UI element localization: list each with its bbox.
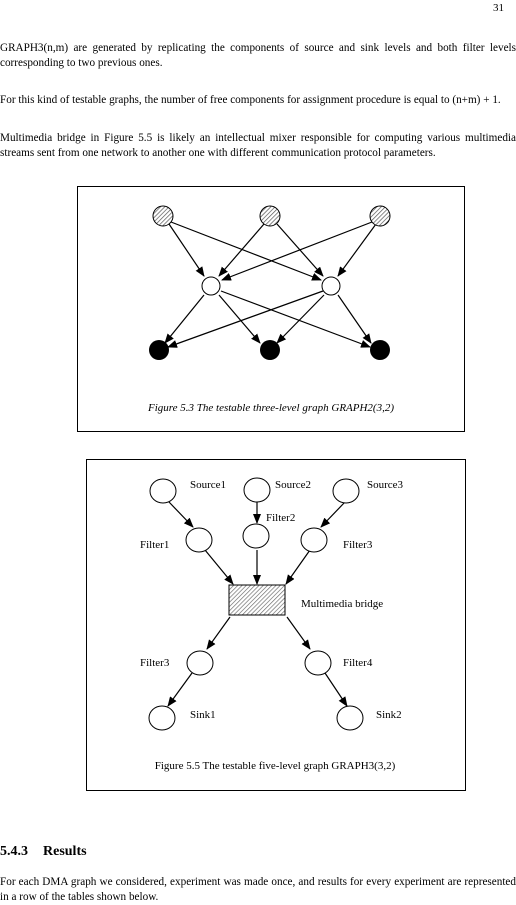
sink1-node: [148, 705, 176, 731]
source1-node: [149, 478, 177, 504]
section-heading: 5.4.3 Results: [0, 844, 87, 860]
edge-filter4-sink2: [324, 672, 348, 707]
label-source3: Source3: [367, 479, 404, 491]
edge-mid2-sink2: [276, 294, 325, 344]
edge-source3-mid2: [337, 223, 377, 277]
edge-source3-filter3: [320, 501, 346, 528]
edge-source3-mid1: [221, 221, 373, 281]
edge-mid1-sink1: [164, 294, 205, 344]
filter2-node: [242, 523, 270, 549]
edge-filter1-bridge: [204, 549, 234, 585]
filter1-node: [185, 527, 213, 553]
label-sink2: Sink2: [376, 709, 402, 721]
edge-filter3-bridge: [285, 549, 311, 585]
section-title: Results: [43, 844, 87, 859]
paragraph-multimedia-bridge: Multimedia bridge in Figure 5.5 is likel…: [0, 132, 516, 159]
edge-mid2-sink3: [337, 294, 372, 344]
edge-mid2-sink1: [167, 290, 324, 348]
label-multimedia-bridge: Multimedia bridge: [301, 598, 383, 610]
filter3-top-node: [300, 527, 328, 553]
source3-node: [332, 478, 360, 504]
edge-source2-mid1: [218, 223, 265, 277]
label-source1: Source1: [190, 479, 226, 491]
source-node-2: [259, 205, 281, 227]
middle-node-1: [201, 276, 221, 296]
label-sink1: Sink1: [190, 709, 216, 721]
multimedia-bridge-box: [228, 584, 286, 616]
paragraph-results: For each DMA graph we considered, experi…: [0, 876, 516, 903]
sink-node-3: [370, 340, 390, 360]
source-node-3: [369, 205, 391, 227]
filter4-node: [304, 650, 332, 676]
sink2-node: [336, 705, 364, 731]
edge-bridge-filter3: [206, 616, 231, 650]
edge-source1-mid1: [168, 223, 205, 277]
figure-5-3-diagram: Figure 5.3 The testable three-level grap…: [147, 205, 394, 414]
middle-node-2: [321, 276, 341, 296]
edge-mid1-sink3: [220, 290, 371, 348]
label-filter1: Filter1: [140, 539, 169, 551]
sink-node-1: [149, 340, 169, 360]
edge-filter3-sink1: [167, 672, 193, 707]
paragraph-free-components: For this kind of testable graphs, the nu…: [0, 94, 501, 106]
label-filter3-bottom: Filter3: [140, 657, 170, 669]
label-source2: Source2: [275, 479, 311, 491]
section-number: 5.4.3: [0, 844, 28, 859]
figure-5-5-diagram: Source1 Source2 Source3 Filter2 Filter1 …: [140, 477, 404, 772]
figure-5-5-caption: Figure 5.5 The testable five-level graph…: [155, 760, 396, 772]
label-filter4: Filter4: [343, 657, 373, 669]
figure-5-5: Source1 Source2 Source3 Filter2 Filter1 …: [86, 459, 466, 791]
figure-5-3: Figure 5.3 The testable three-level grap…: [77, 186, 465, 432]
edge-source1-filter1: [168, 501, 194, 528]
page-number: 31: [493, 2, 504, 14]
source2-node: [243, 477, 271, 503]
filter3-bottom-node: [186, 650, 214, 676]
edge-source1-mid2: [170, 221, 322, 281]
source-node-1: [152, 205, 174, 227]
figure-5-3-caption: Figure 5.3 The testable three-level grap…: [147, 402, 394, 414]
paragraph-graph3-generation: GRAPH3(n,m) are generated by replicating…: [0, 42, 516, 69]
label-filter2: Filter2: [266, 512, 295, 524]
edge-mid1-sink2: [218, 294, 261, 344]
label-filter3-top: Filter3: [343, 539, 373, 551]
edge-bridge-filter4: [286, 616, 311, 650]
sink-node-2: [260, 340, 280, 360]
